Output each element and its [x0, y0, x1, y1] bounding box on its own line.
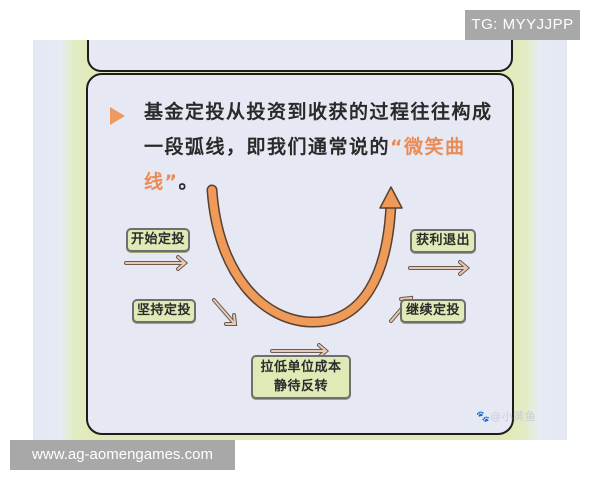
label-lower-cost-line2: 静待反转: [273, 379, 328, 394]
triangle-right-icon: [110, 107, 125, 125]
previous-card: [87, 40, 513, 72]
author-credit-text: @小黄鱼: [490, 410, 537, 423]
paw-icon: 🐾: [476, 410, 491, 423]
arrow-start-fill: [125, 256, 187, 270]
smile-curve-diagram: [124, 184, 471, 359]
smile-curve-arrow: [206, 184, 403, 328]
label-take-profit: 获利退出: [410, 229, 476, 253]
intro-text-end: 。: [178, 171, 200, 193]
label-lower-cost: 拉低单位成本 静待反转: [251, 355, 351, 399]
label-keep-investing: 坚持定投: [132, 299, 196, 323]
watermark-tg: TG: MYYJJPP: [465, 10, 580, 40]
smile-curve-card: 基金定投从投资到收获的过程往往构成一段弧线，即我们通常说的“微笑曲线”。: [86, 73, 514, 435]
intro-text: 基金定投从投资到收获的过程往往构成一段弧线，即我们通常说的“微笑曲线”。: [144, 95, 494, 200]
label-continue-investing: 继续定投: [400, 299, 466, 323]
label-lower-cost-line1: 拉低单位成本: [260, 360, 342, 375]
infographic: 基金定投从投资到收获的过程往往构成一段弧线，即我们通常说的“微笑曲线”。: [33, 40, 567, 440]
author-credit: 🐾@小黄鱼: [476, 408, 536, 424]
intro-text-main: 基金定投从投资到收获的过程往往构成一段弧线，即我们通常说的: [144, 101, 493, 158]
watermark-site: www.ag-aomengames.com: [10, 440, 235, 470]
intro-text-highlight: “微笑曲线”: [144, 136, 466, 193]
label-start-investing: 开始定投: [126, 228, 190, 252]
